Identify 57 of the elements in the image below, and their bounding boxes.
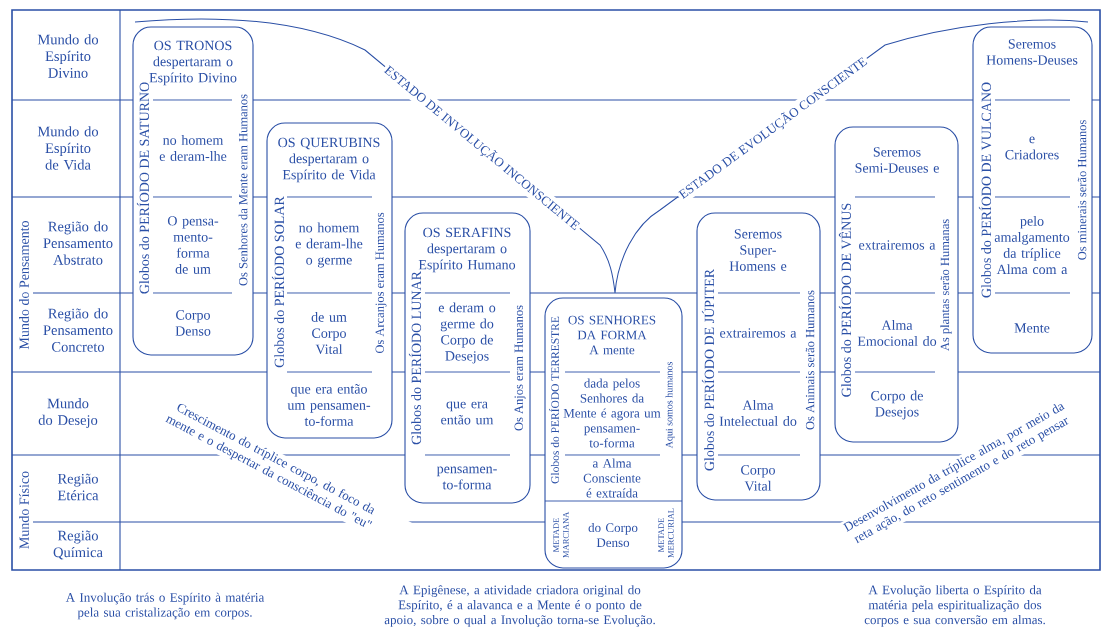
cell-text: Corpo de Desejos bbox=[871, 390, 923, 420]
vertical-label: Globos do PERÍODO DE JÚPITER bbox=[701, 268, 715, 471]
vertical-label: Os Animais serão Humanos bbox=[805, 290, 815, 430]
cell-text: Corpo Vital bbox=[741, 465, 775, 491]
cell-text: que era então um bbox=[441, 401, 494, 425]
cell-text: do Corpo Denso bbox=[588, 522, 638, 548]
row-label: Região do Pensamento Abstrato bbox=[43, 221, 113, 265]
caption-text: A Evolução liberta o Espírito da matéria pela espiritualização dos corpos e sua conversão em almas. bbox=[864, 585, 1045, 627]
cell-text: Seremos Homens-Deuses bbox=[986, 39, 1078, 65]
row-label: Região do Pensamento Concreto bbox=[43, 308, 113, 352]
cell-text: OS TRONOS despertaram o Espírito Divino bbox=[149, 40, 237, 86]
cell-text: no homem e deram-lhe bbox=[159, 135, 227, 161]
period-box bbox=[544, 297, 683, 569]
row-label: Mundo do Espírito de Vida bbox=[37, 126, 99, 170]
vertical-label: Mundo do Pensamento bbox=[19, 221, 29, 350]
row-label: Região Química bbox=[53, 530, 103, 560]
vertical-label: METADE MARCIANA bbox=[553, 511, 569, 558]
cell-text: O pensa-mento-forma de um bbox=[167, 216, 219, 274]
vertical-label: Mundo Físico bbox=[19, 471, 29, 549]
vertical-label: Os minerais serão Humanos bbox=[1077, 120, 1087, 260]
cell-text: Alma Emocional do bbox=[857, 320, 937, 346]
row-label: Mundo do Espírito Divino bbox=[37, 34, 99, 78]
vertical-label: Aqui somos humanos bbox=[665, 362, 675, 449]
vertical-label: Globos do PERÍODO DE SATURNO bbox=[136, 82, 150, 294]
vertical-label: Os Anjos eram Humanos bbox=[514, 305, 526, 431]
cell-text: extrairemos a bbox=[859, 240, 936, 250]
period-box bbox=[266, 122, 393, 439]
cell-text: pensamen-to-forma bbox=[436, 466, 497, 490]
cell-text: Alma Intelectual do bbox=[719, 400, 797, 426]
cell-text: OS QUERUBINS despertaram o Espírito de Vida bbox=[278, 137, 380, 183]
cell-text: e Criadores bbox=[1005, 136, 1059, 160]
row-label: Mundo do Desejo bbox=[38, 398, 98, 428]
cell-text: Corpo Denso bbox=[175, 310, 211, 336]
vertical-label: Globos do PERÍODO TERRESTRE bbox=[549, 316, 559, 484]
vertical-label: METADE MERCURIAL bbox=[658, 508, 674, 558]
row-label: Região Etérica bbox=[57, 473, 99, 501]
vertical-label: As plantas serão Humanas bbox=[940, 219, 952, 351]
period-box bbox=[696, 212, 821, 501]
caption-text: A Epigênese, a atividade criadora original do Espírito, é a alavanca e a Mente é o ponto de apoio, sobre o qual a Involução torna-se Evolução. bbox=[384, 585, 655, 627]
cell-text: Mente bbox=[1014, 323, 1050, 333]
period-box bbox=[834, 126, 959, 443]
cell-text: dada pelos Senhores da Mente é agora um pensamen-to-forma bbox=[563, 378, 661, 448]
cell-text: a Alma Consciente é extraída bbox=[583, 458, 641, 498]
caption-text: A Involução trás o Espírito à matéria pela sua cristalização em corpos. bbox=[65, 592, 265, 620]
cell-text: que era então um pensamen-to-forma bbox=[287, 384, 371, 426]
cell-text: extrairemos a bbox=[720, 328, 797, 338]
vertical-label: Globos do PERÍODO DE VULCANO bbox=[978, 82, 992, 298]
cell-text: no homem e deram-lhe o germe bbox=[295, 222, 363, 268]
vertical-label: Globos do PERÍODO SOLAR bbox=[271, 196, 285, 368]
cell-text: Seremos Super-Homens e bbox=[729, 229, 787, 271]
cell-text: OS SENHORES DA FORMA A mente bbox=[568, 315, 656, 355]
cell-text: de um Corpo Vital bbox=[311, 311, 347, 355]
cell-text: pelo amalgamento da tríplice Alma com a bbox=[994, 215, 1070, 275]
period-box bbox=[132, 26, 254, 356]
cell-text: e deram o germe do Corpo de Desejos bbox=[438, 302, 496, 364]
vertical-label: Os Senhores da Mente eram Humanos bbox=[238, 94, 248, 286]
period-box bbox=[972, 26, 1093, 354]
